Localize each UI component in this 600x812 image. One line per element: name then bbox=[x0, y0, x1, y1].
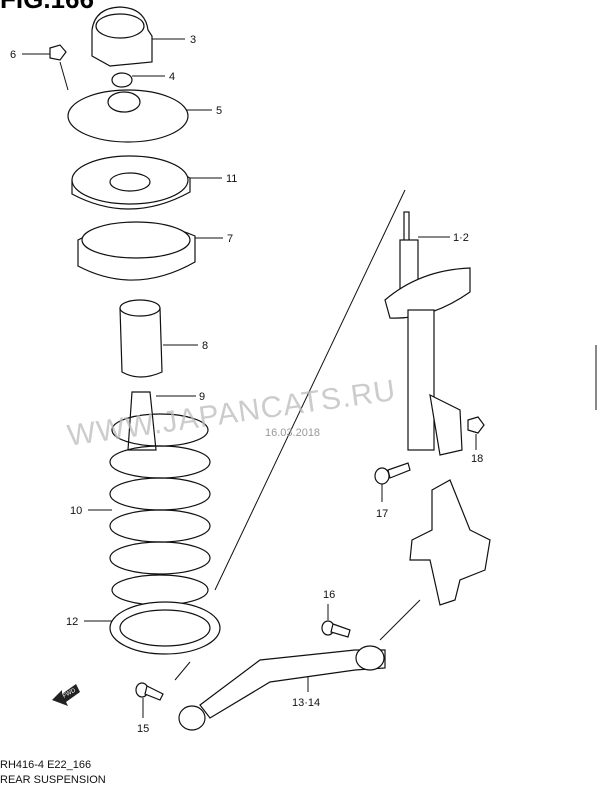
callout-13-14: 13·14 bbox=[292, 697, 320, 709]
rod-end-bushing bbox=[178, 705, 206, 731]
figure-caption: REAR SUSPENSION bbox=[0, 774, 106, 786]
callout-17: 17 bbox=[376, 508, 388, 520]
watermark-date: 16.03.2018 bbox=[265, 427, 320, 439]
fwd-arrow-icon: FWD bbox=[52, 684, 80, 706]
callout-15: 15 bbox=[137, 723, 149, 735]
part-15-bolt[interactable] bbox=[135, 682, 164, 701]
callout-4: 4 bbox=[169, 71, 175, 83]
part-13-14-lateral-rod[interactable] bbox=[199, 645, 386, 719]
figure-code: RH416-4 E22_166 bbox=[0, 759, 91, 771]
part-6-nut[interactable] bbox=[49, 44, 67, 61]
callout-9: 9 bbox=[199, 391, 205, 403]
part-12-lower-insulator[interactable] bbox=[109, 601, 221, 655]
part-18-nut[interactable] bbox=[467, 416, 485, 434]
part-7-spring-insulator[interactable] bbox=[77, 221, 196, 281]
callout-7: 7 bbox=[227, 233, 233, 245]
callout-10: 10 bbox=[70, 505, 82, 517]
callout-6: 6 bbox=[10, 49, 16, 61]
part-5-mount-plate[interactable] bbox=[67, 89, 189, 143]
part-4-nut[interactable] bbox=[111, 72, 133, 88]
figure-title: FIG.166 bbox=[0, 0, 94, 14]
knuckle bbox=[379, 479, 491, 641]
part-16-bolt[interactable] bbox=[321, 620, 351, 638]
part-9-dust-boot[interactable] bbox=[127, 391, 157, 451]
callout-11: 11 bbox=[226, 173, 237, 185]
part-11-spring-seat[interactable] bbox=[71, 155, 191, 210]
part-8-bump-stop[interactable] bbox=[119, 299, 163, 378]
callout-18: 18 bbox=[471, 453, 483, 465]
part-3-mount-cap[interactable] bbox=[91, 6, 153, 67]
part-1-2-strut-assembly[interactable] bbox=[384, 211, 471, 456]
callout-12: 12 bbox=[66, 616, 78, 628]
callout-1-2: 1·2 bbox=[453, 232, 469, 244]
callout-8: 8 bbox=[202, 340, 208, 352]
callout-3: 3 bbox=[190, 34, 196, 46]
part-17-bolt[interactable] bbox=[374, 462, 411, 485]
callout-5: 5 bbox=[216, 105, 222, 117]
callout-16: 16 bbox=[323, 589, 335, 601]
watermark: WWW.JAPANCATS.RU bbox=[65, 374, 398, 453]
